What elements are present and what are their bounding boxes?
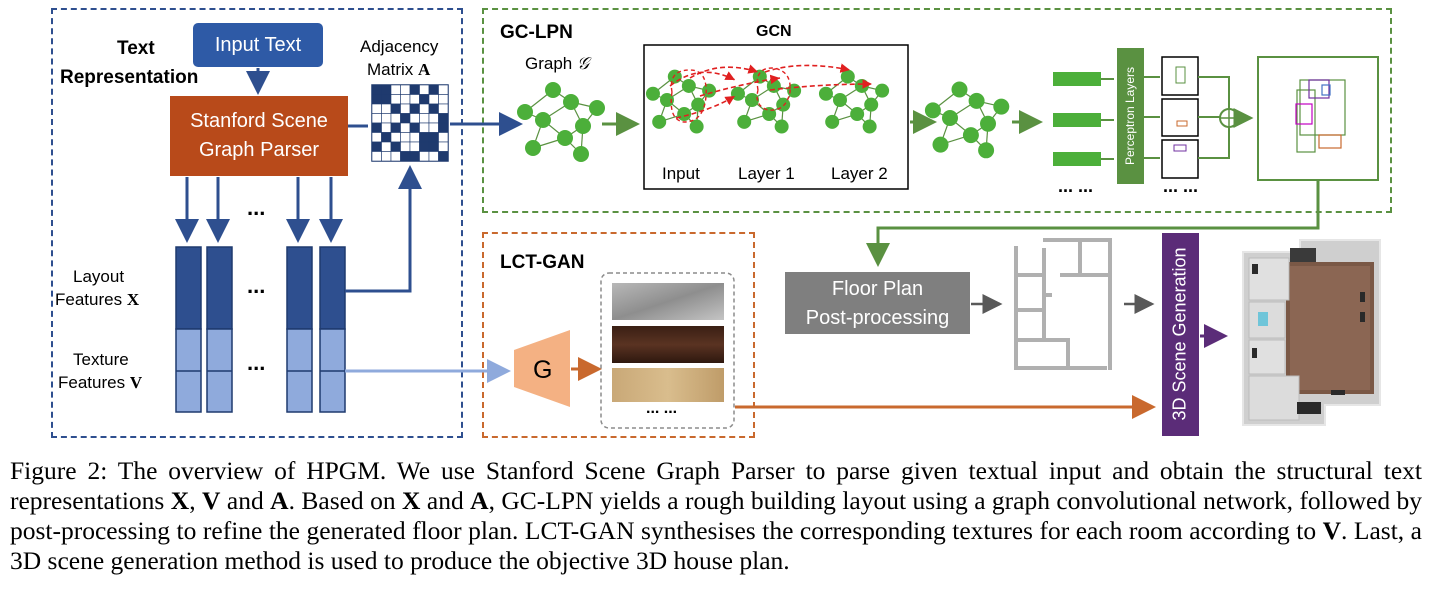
input-text-label: Input Text [214,34,302,56]
adjacency-label-line1: Adjacency [360,37,439,56]
columns-ellipsis-layout: ... [247,273,266,298]
gclpn-title: GC-LPN [500,22,573,43]
arrow-layout-to-matrix [345,165,422,293]
lct-gan-panel [482,232,755,438]
parser-label-line2: Graph Parser [198,139,320,161]
perceptron-label: Perceptron Layers [1123,66,1137,166]
texture-wood [612,326,724,363]
room-boxes [1161,56,1199,179]
graph-label: Graph 𝒢 [525,54,590,74]
texture-features-line1: Texture [73,350,129,369]
layout-rooms [1295,79,1346,153]
caption-fig-label: Figure 2: [10,456,108,485]
columns-ellipsis-texture: ... [247,350,266,375]
texture-samples-box [600,272,735,429]
columns-ellipsis: ... [247,195,266,220]
adjacency-matrix [371,84,449,162]
gcn-layer2-label: Layer 2 [831,164,888,183]
input-text-box [193,23,323,67]
gcn-title: GCN [756,23,792,40]
text-rep-title-line2: Representation [60,67,199,88]
gclpn-dots-left: ... ... [1058,176,1094,196]
generator-label: G [533,356,553,384]
adjacency-label-line2: Matrix A [367,60,431,79]
feature-columns [175,246,346,413]
parser-to-features-arrows [175,177,343,243]
texture-sand [612,368,724,402]
parser-label-line1: Stanford Scene [190,110,328,132]
gcn-input-label: Input [662,164,700,183]
generator-shape [514,330,570,407]
figure-caption: Figure 2: The overview of HPGM. We use S… [10,456,1423,575]
layout-features-line2: Features X [55,290,140,309]
parser-box [170,96,348,176]
node-feature-bars [1053,72,1101,166]
gc-lpn-panel [482,8,1392,213]
post-processing-line1: Floor Plan [831,278,924,300]
gclpn-dots-right: ... ... [1163,176,1199,196]
diagram-graphics [175,44,1381,436]
layout-output-box [1257,56,1379,181]
texture-dots: ... ... [646,400,678,417]
gcn-layer1-label: Layer 1 [738,164,795,183]
texture-features-line2: Features V [58,373,143,392]
floor-plan [1014,238,1112,370]
layout-features-line1: Layout [73,267,125,286]
house-3d-render [1242,239,1381,426]
arrow-layout-to-post [866,180,1320,267]
post-processing-box [785,272,970,334]
scene-generation-label: 3D Scene Generation [1169,247,1190,421]
lctgan-title: LCT-GAN [500,252,585,273]
perceptron-layers-bar [1117,48,1144,184]
texture-marble [612,283,724,320]
figure: Text Representation Input Text Stanford … [51,8,1392,438]
scene-generation-bar [1162,233,1199,436]
post-processing-line2: Post-processing [805,307,950,329]
text-representation-panel [51,8,463,438]
graph-g [517,82,605,162]
text-rep-title-line1: Text [117,38,155,59]
